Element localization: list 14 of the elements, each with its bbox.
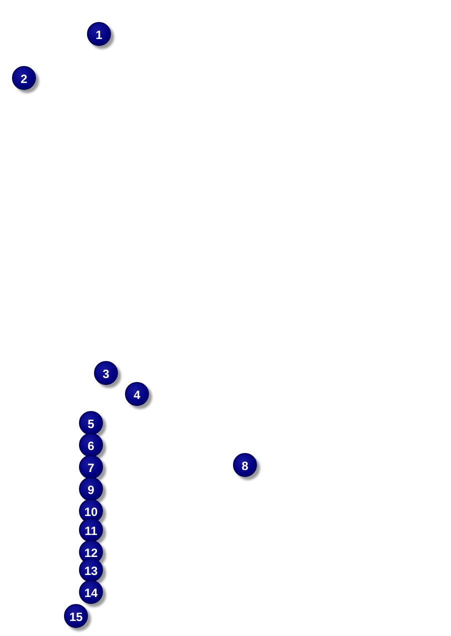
callout-number: 4 (125, 382, 149, 406)
callout-number: 8 (233, 453, 257, 477)
callout-number: 10 (79, 499, 103, 523)
callout-number: 1 (87, 22, 111, 46)
callout-number: 6 (79, 433, 103, 457)
callout-number: 11 (79, 518, 103, 542)
callout-number: 14 (79, 580, 103, 604)
callout-number: 5 (79, 411, 103, 435)
callout-number: 7 (79, 455, 103, 479)
callout-number: 13 (79, 558, 103, 582)
callout-number: 15 (64, 604, 88, 628)
callout-number: 2 (12, 66, 36, 90)
callout-number: 9 (79, 477, 103, 501)
callout-number: 3 (94, 361, 118, 385)
